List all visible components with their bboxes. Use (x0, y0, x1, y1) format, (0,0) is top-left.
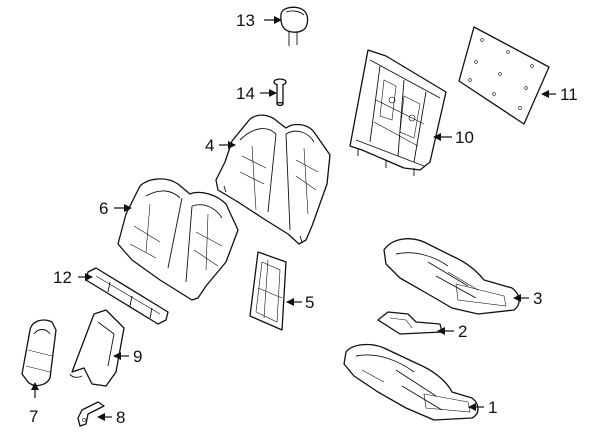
callout-10: 10 (455, 128, 474, 147)
callout-8: 8 (116, 408, 125, 427)
seat-cushion-lower-part-1 (343, 343, 479, 421)
back-panel-part-11 (458, 26, 550, 125)
callout-9: 9 (133, 347, 142, 366)
backrest-cover-part-6 (117, 178, 239, 301)
callout-13: 13 (236, 11, 255, 30)
pad-panel-part-5 (249, 251, 287, 331)
callout-4: 4 (205, 136, 214, 155)
backrest-frame-part-10 (349, 49, 447, 176)
callout-12: 12 (53, 268, 72, 287)
callout-6: 6 (99, 199, 108, 218)
callout-11: 11 (560, 85, 578, 104)
clip-part-8 (77, 401, 105, 427)
callout-14: 14 (236, 84, 255, 103)
callout-labels: 13 14 4 10 11 6 5 12 3 2 9 7 8 1 (29, 11, 578, 427)
callout-5: 5 (305, 293, 314, 312)
headrest-guide-part-14 (273, 78, 287, 107)
callout-3: 3 (533, 289, 542, 308)
backrest-upper-part-4 (215, 114, 331, 245)
callout-2: 2 (458, 322, 467, 341)
headrest-part-13 (280, 6, 309, 46)
callout-7: 7 (29, 407, 38, 426)
armrest-part-7 (21, 319, 57, 387)
side-trim-part-9 (69, 309, 125, 387)
seat-cushion-upper-part-3 (383, 238, 520, 315)
seat-pad-part-2 (377, 311, 443, 335)
callout-leaders (31, 16, 556, 421)
callout-1: 1 (488, 398, 497, 417)
